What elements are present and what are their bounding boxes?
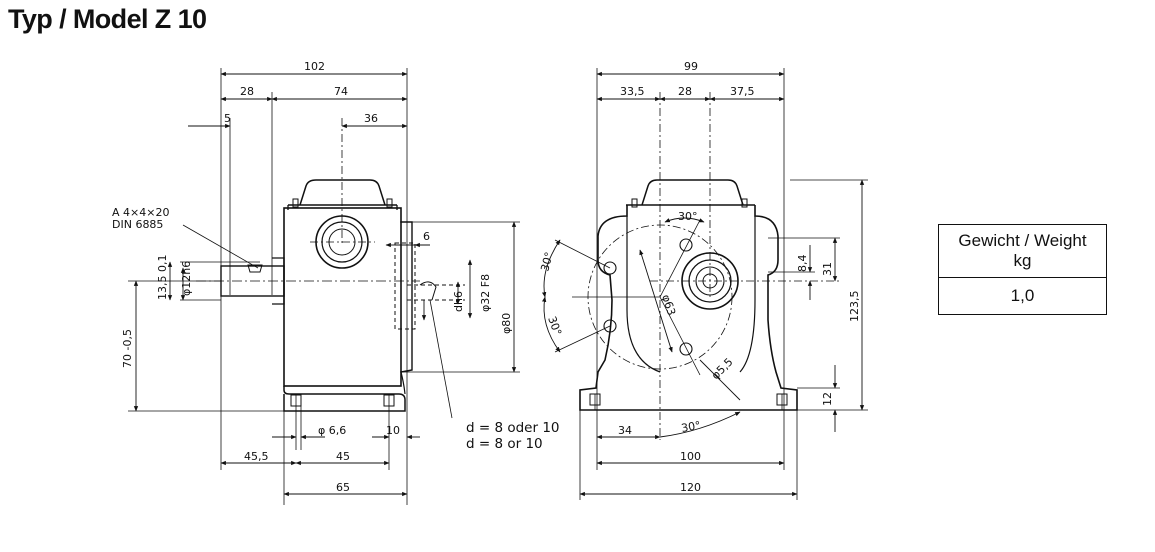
key-label-line1: A 4×4×20 [112,206,169,219]
shaft-note-line1: d = 8 oder 10 [466,420,560,436]
shaft-note-line2: d = 8 or 10 [466,436,543,452]
dim-34: 34 [618,424,632,437]
dim-10: 10 [386,424,400,437]
dim-123-5: 123,5 [848,291,861,323]
dim-120: 120 [680,481,701,494]
dim-8-4: 8,4 [796,255,809,273]
angle-30-left: 30° [538,251,556,273]
dim-74: 74 [334,85,348,98]
dim-99: 99 [684,60,698,73]
dim-102: 102 [304,60,325,73]
dim-45: 45 [336,450,350,463]
dim-phi32: φ32 F8 [479,274,492,312]
dim-100: 100 [680,450,701,463]
weight-value: 1,0 [938,277,1107,315]
dim-phi6-6: φ 6,6 [318,424,346,437]
right-view-labels: 99 33,5 28 37,5 30° 30° 30° φ63 φ5,5 8,4… [538,60,861,494]
dim-70: 70 -0,5 [121,329,134,368]
angle-30-bottom: 30° [680,419,701,435]
dim-36: 36 [364,112,378,125]
weight-table-header: Gewicht / Weight kg [938,224,1107,278]
angle-30-left2: 30° [545,315,564,338]
key-label-line2: DIN 6885 [112,218,163,231]
dim-phi63: φ63 [659,293,678,317]
dim-phi80: φ80 [500,313,513,334]
dim-6: 6 [423,230,430,243]
right-view [541,68,868,500]
dim-28-right: 28 [678,85,692,98]
dim-13-5: 13,5 0,1 [156,255,169,300]
left-view-labels: 102 28 74 5 36 6 A 4×4×20 DIN 6885 13,5 … [112,60,560,494]
dim-65: 65 [336,481,350,494]
dim-phi12: φ12h6 [180,261,193,296]
dim-28-left: 28 [240,85,254,98]
page-title: Typ / Model Z 10 [8,4,207,34]
weight-header-line2: kg [1013,251,1032,270]
dim-45-5: 45,5 [244,450,269,463]
weight-table: Gewicht / Weight kg 1,0 [938,224,1107,315]
dim-33-5: 33,5 [620,85,645,98]
angle-30-top: 30° [678,210,698,223]
dim-37-5: 37,5 [730,85,755,98]
dim-31: 31 [821,262,834,276]
dim-dh6: dh6 [452,291,465,312]
dim-phi5-5: φ5,5 [709,355,736,382]
weight-header-line1: Gewicht / Weight [958,231,1087,250]
dim-5: 5 [224,112,231,125]
left-view [128,68,520,505]
dim-12: 12 [821,392,834,406]
